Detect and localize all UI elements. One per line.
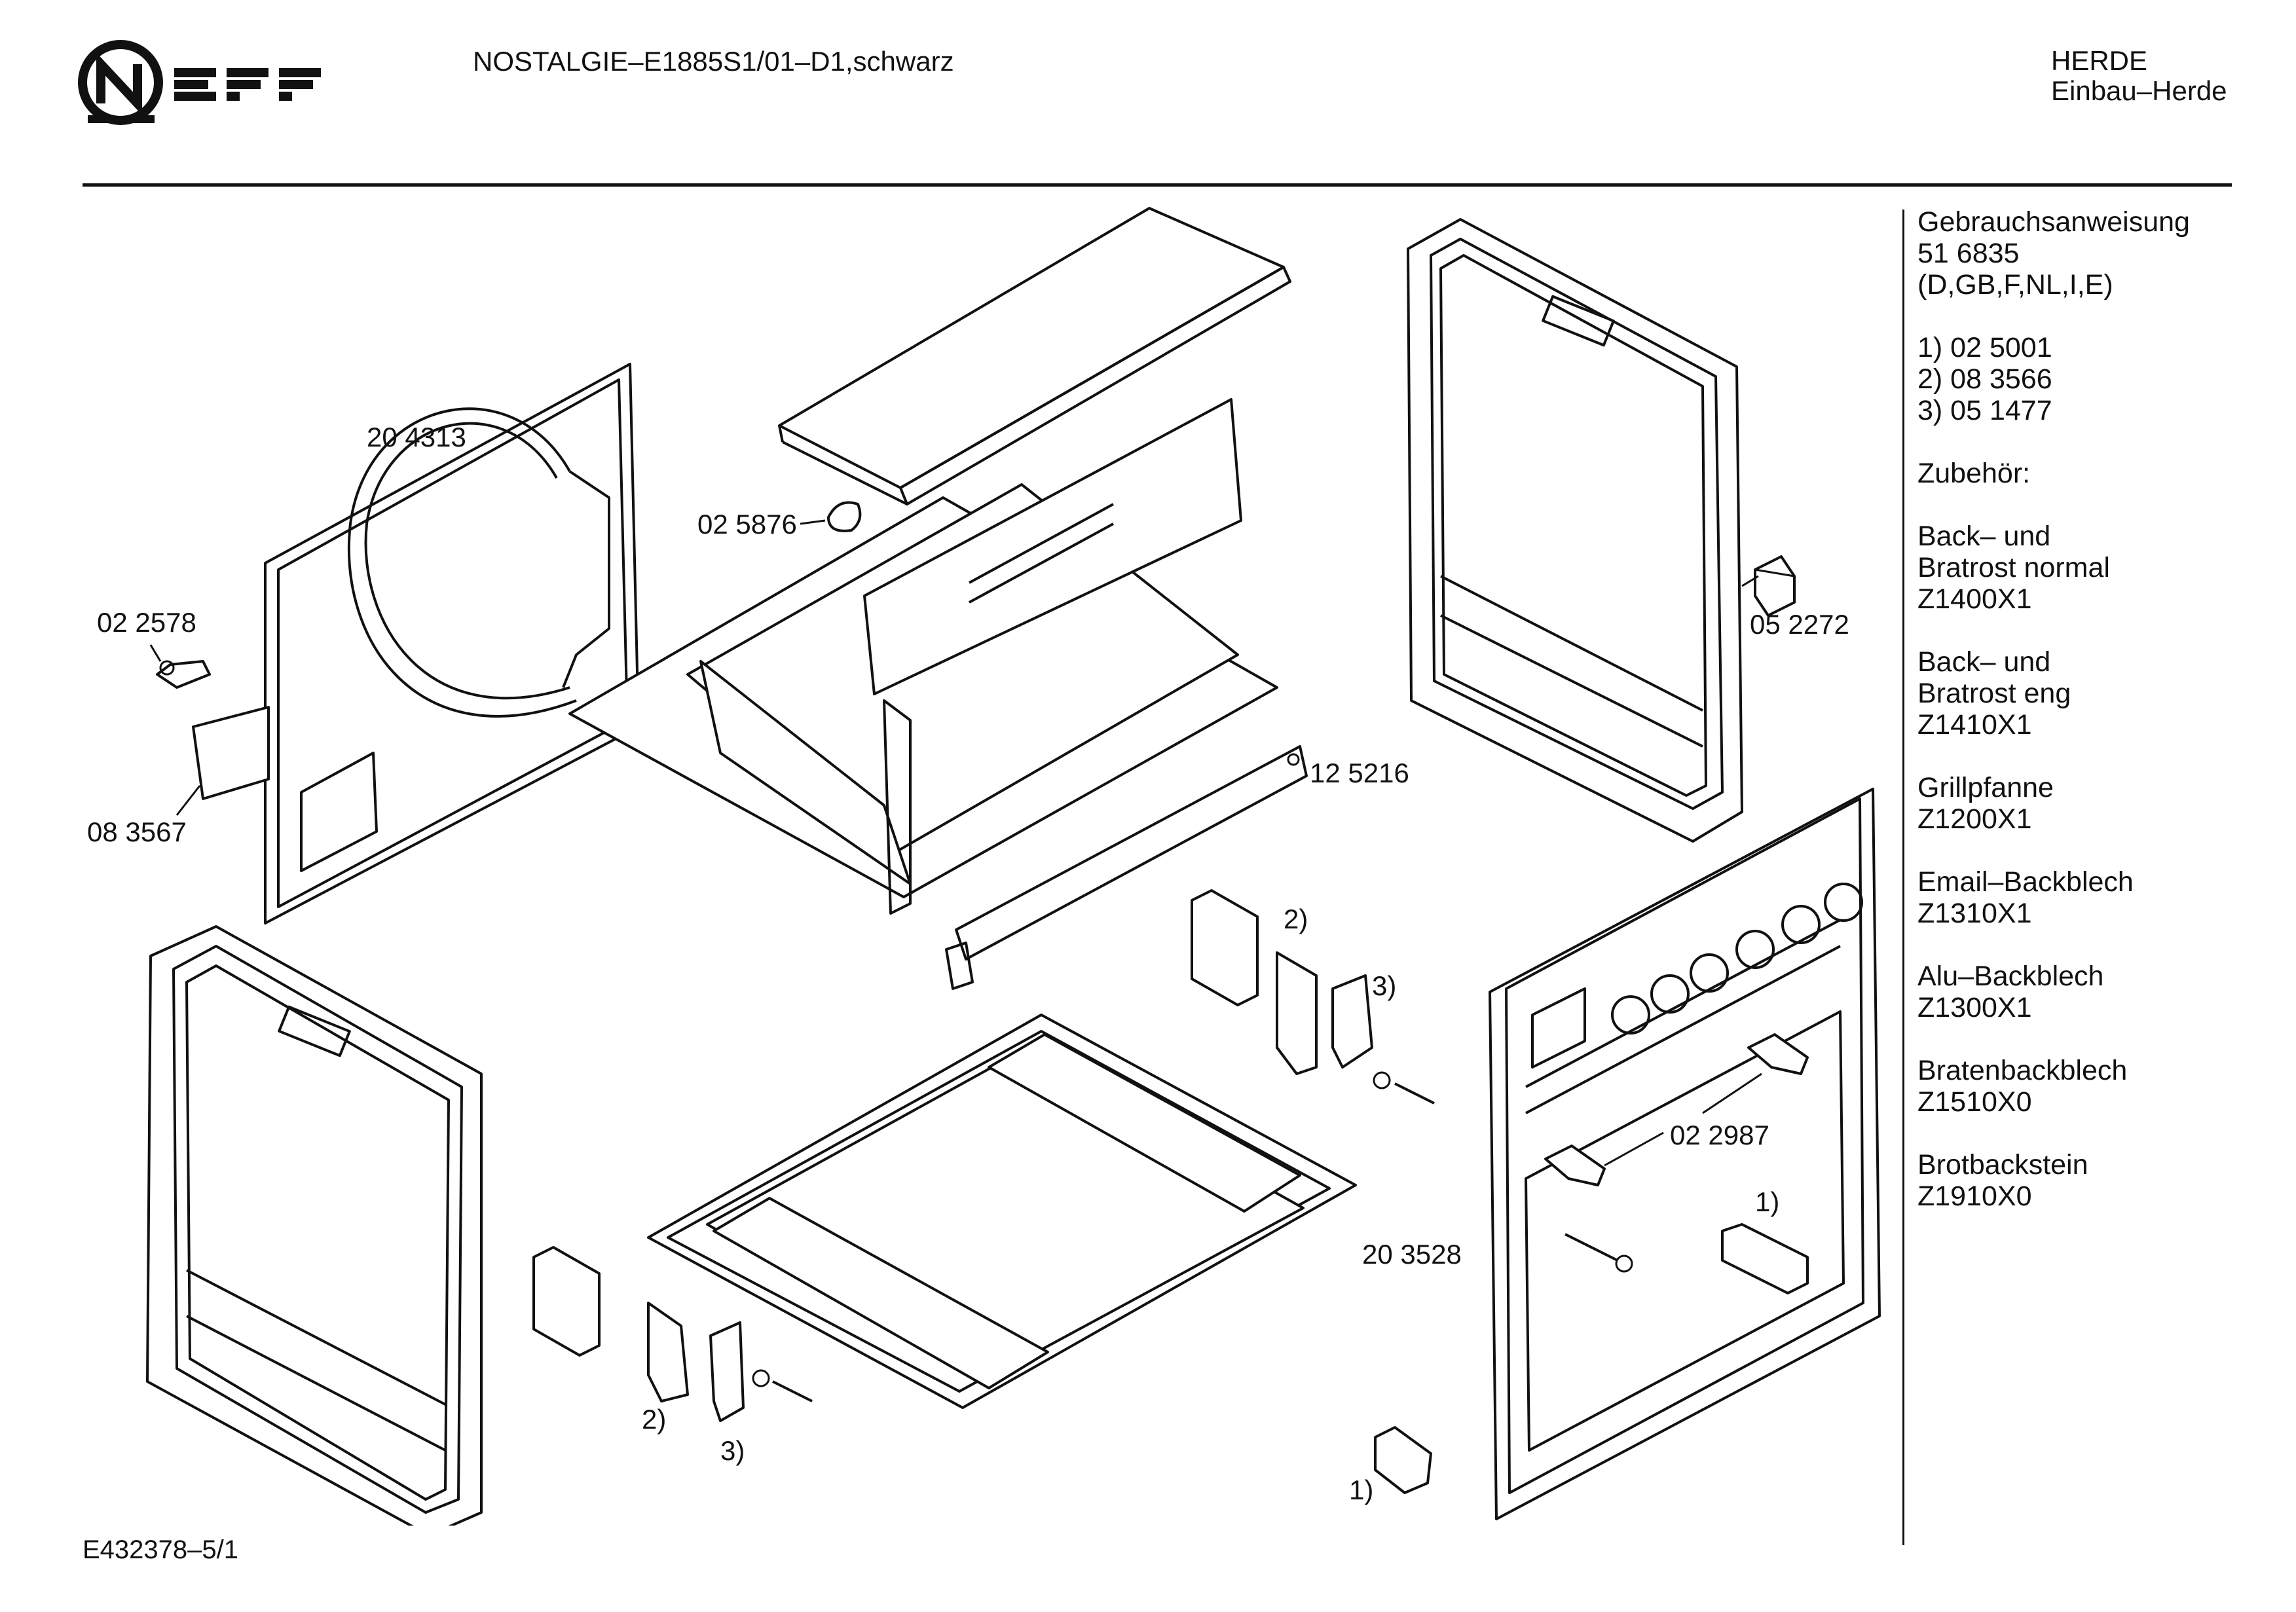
manual-languages: (D,GB,F,NL,I,E) xyxy=(1917,269,2113,301)
bracket-part xyxy=(176,706,270,816)
accessory-code: Z1310X1 xyxy=(1917,898,2032,929)
ref-item: 1) 02 5001 xyxy=(1917,332,2052,363)
label-ref2-lower: 2) xyxy=(642,1404,666,1435)
ref-item: 3) 05 1477 xyxy=(1917,395,2052,426)
accessory-code: Z1300X1 xyxy=(1917,992,2032,1023)
accessory-code: Z1910X0 xyxy=(1917,1181,2032,1212)
category-title: HERDE xyxy=(2051,45,2148,76)
duct-assembly-part xyxy=(568,398,1278,915)
accessory-name: Back– und xyxy=(1917,521,2051,552)
model-title: NOSTALGIE–E1885S1/01–D1,schwarz xyxy=(473,46,954,77)
sidebar: Gebrauchsanweisung 51 6835 (D,GB,F,NL,I,… xyxy=(1917,206,2190,1243)
label-clip: 02 2578 xyxy=(97,607,196,638)
manual-title: Gebrauchsanweisung xyxy=(1917,206,2190,238)
manual-number: 51 6835 xyxy=(1917,238,2020,269)
hook-parts xyxy=(1544,1033,1809,1294)
rail-part xyxy=(945,745,1308,990)
accessory-name: Email–Backblech xyxy=(1917,866,2134,898)
label-ref1-upper: 1) xyxy=(1755,1186,1779,1217)
accessory-item: Bratenbackblech Z1510X0 xyxy=(1917,1055,2190,1118)
sidebar-divider xyxy=(1902,210,1904,1545)
accessory-item: Back– und Bratrost eng Z1410X1 xyxy=(1917,646,2190,741)
accessory-code: Z1510X0 xyxy=(1917,1086,2032,1118)
manual-group: Gebrauchsanweisung 51 6835 (D,GB,F,NL,I,… xyxy=(1917,206,2190,301)
accessory-name: Back– und xyxy=(1917,646,2051,678)
accessory-name: Grillpfanne xyxy=(1917,772,2054,803)
label-back-panel: 20 4313 xyxy=(367,422,466,452)
label-holder: 02 5876 xyxy=(697,509,797,540)
side-switch-part xyxy=(1754,555,1796,617)
bottom-clip-part xyxy=(1374,1426,1432,1494)
subcategory-title: Einbau–Herde xyxy=(2051,75,2227,106)
exploded-diagram: 20 4313 02 5876 02 2578 08 3567 12 5216 … xyxy=(87,207,1881,1526)
label-ref2-upper: 2) xyxy=(1284,904,1308,934)
accessory-code: Z1400X1 xyxy=(1917,583,2032,615)
label-bracket: 08 3567 xyxy=(87,816,187,847)
document-id: E432378–5/1 xyxy=(83,1535,239,1564)
category-block: HERDE Einbau–Herde xyxy=(2051,46,2227,106)
label-ref3-upper: 3) xyxy=(1372,970,1396,1001)
door-left-part xyxy=(146,925,483,1526)
label-ref3-lower: 3) xyxy=(720,1435,745,1466)
accessory-name: Bratrost eng xyxy=(1917,678,2071,709)
holder-part xyxy=(800,501,862,532)
refs-group: 1) 02 5001 2) 08 3566 3) 05 1477 xyxy=(1917,332,2190,426)
bottom-tray-part xyxy=(647,1014,1357,1409)
label-rail: 12 5216 xyxy=(1310,758,1409,788)
accessory-name: Bratrost normal xyxy=(1917,552,2110,583)
accessory-code: Z1200X1 xyxy=(1917,803,2032,835)
label-front-panel: 20 3528 xyxy=(1362,1239,1462,1270)
label-ref1-lower: 1) xyxy=(1349,1475,1373,1505)
top-cover-part xyxy=(778,207,1291,505)
hinge-lower-part xyxy=(532,1246,813,1422)
hinge-upper-part xyxy=(1191,889,1435,1105)
leader-lines xyxy=(1741,575,1759,587)
front-panel-part xyxy=(1489,788,1881,1520)
accessory-item: Alu–Backblech Z1300X1 xyxy=(1917,961,2190,1023)
accessory-code: Z1410X1 xyxy=(1917,709,2032,741)
label-side-switch: 05 2272 xyxy=(1750,609,1849,640)
header-divider xyxy=(83,183,2232,187)
label-hooks: 02 2987 xyxy=(1670,1120,1769,1150)
accessory-item: Brotbackstein Z1910X0 xyxy=(1917,1149,2190,1212)
clip-part xyxy=(149,644,211,689)
accessory-name: Alu–Backblech xyxy=(1917,961,2104,992)
accessory-name: Brotbackstein xyxy=(1917,1149,2088,1181)
accessory-name: Bratenbackblech xyxy=(1917,1055,2128,1086)
control-knobs xyxy=(1611,883,1863,1035)
accessory-item: Back– und Bratrost normal Z1400X1 xyxy=(1917,521,2190,615)
neff-logo xyxy=(77,38,352,130)
accessory-item: Email–Backblech Z1310X1 xyxy=(1917,866,2190,929)
accessory-item: Grillpfanne Z1200X1 xyxy=(1917,772,2190,835)
accessories-heading: Zubehör: xyxy=(1917,458,2031,489)
ref-item: 2) 08 3566 xyxy=(1917,363,2052,395)
door-right-part xyxy=(1407,218,1743,843)
